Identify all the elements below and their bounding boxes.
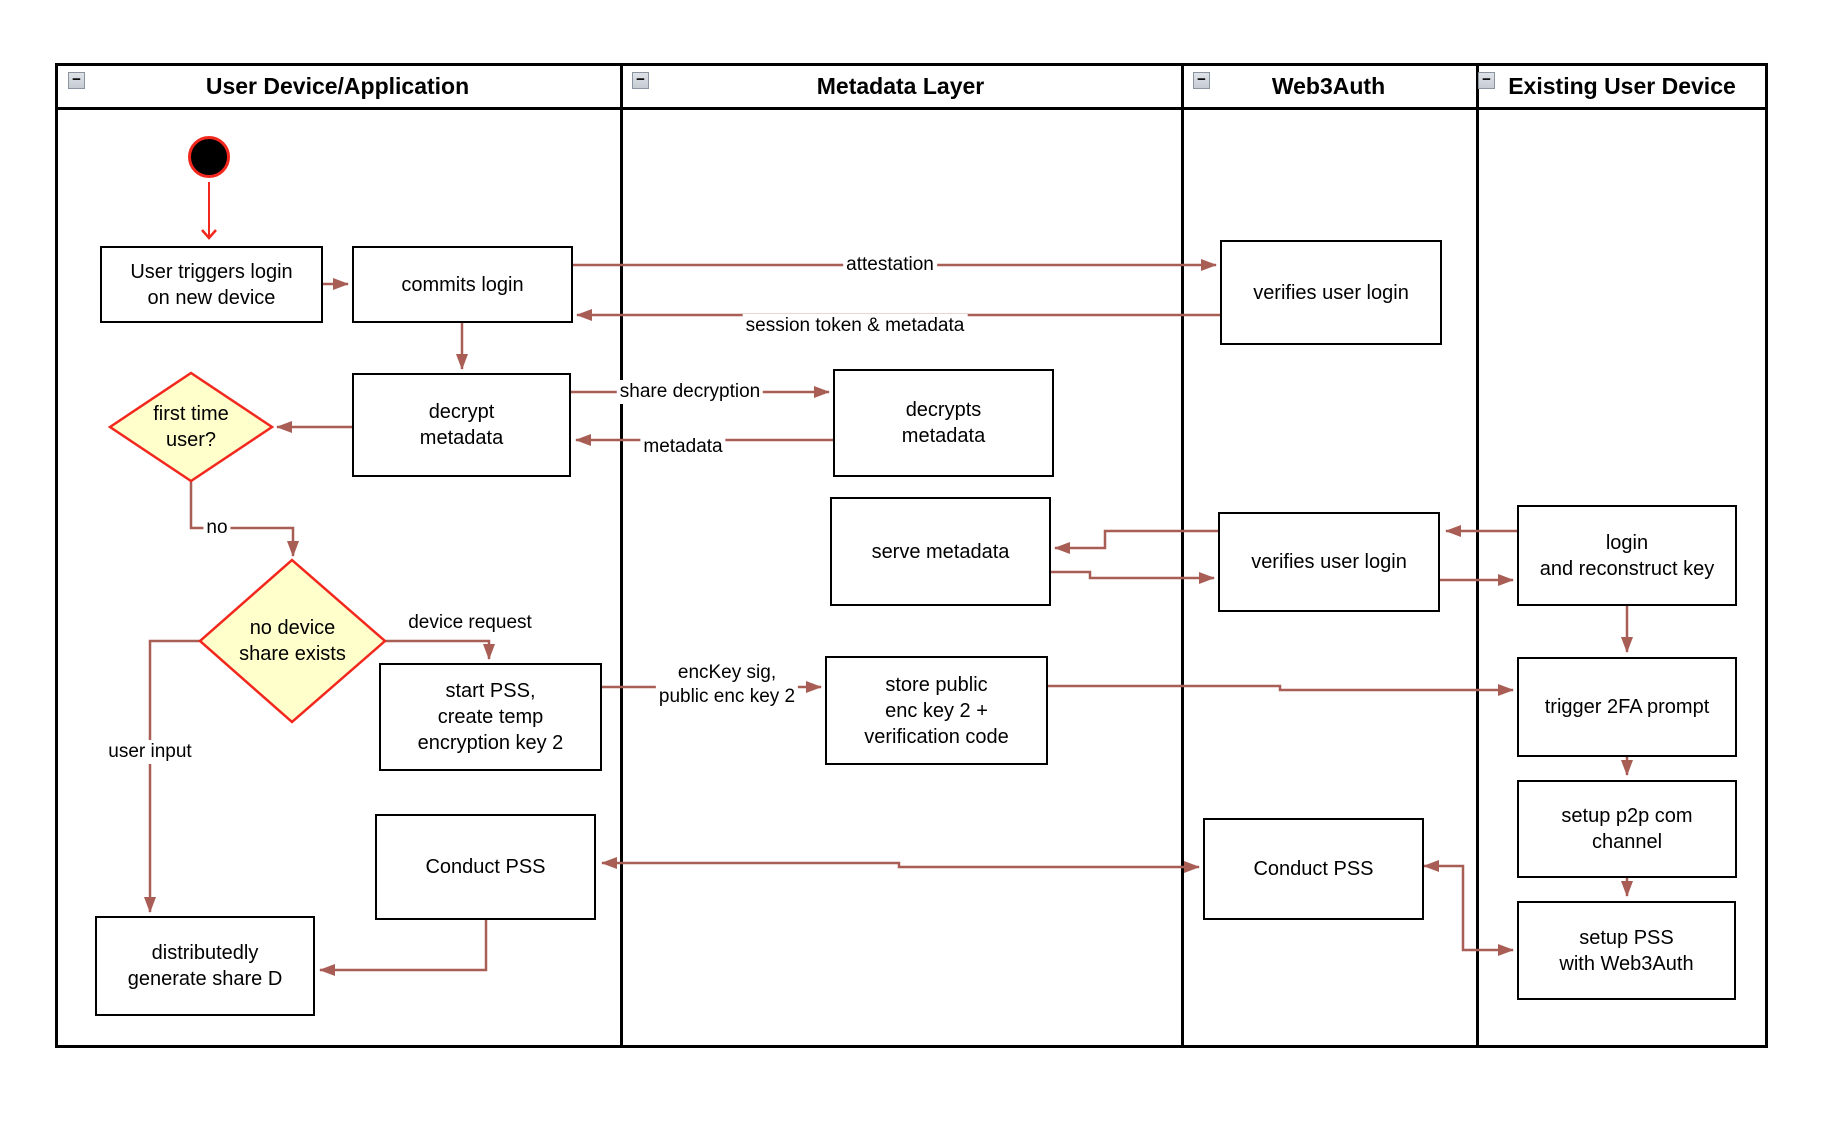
connector-device-request [385,639,495,660]
node-conduct-pss-web3auth[interactable]: Conduct PSS [1203,818,1424,920]
lane-divider-1 [620,63,623,1048]
node-setup-p2p[interactable]: setup p2p com channel [1517,780,1737,878]
lane-title-user-device: User Device/Application [205,73,470,99]
collapse-icon[interactable]: − [632,72,649,89]
node-verifies-user-login-1[interactable]: verifies user login [1220,240,1442,345]
node-trigger-2fa[interactable]: trigger 2FA prompt [1517,657,1737,757]
edge-label-attestation: attestation [843,253,937,277]
node-conduct-pss-user[interactable]: Conduct PSS [375,814,596,920]
swimlane-header-row [55,63,1768,110]
node-user-triggers-login[interactable]: User triggers login on new device [100,246,323,323]
decision-no-device-share-label: no device share exists [239,617,346,665]
node-store-public-key[interactable]: store public enc key 2 + verification co… [825,656,1048,765]
node-login-reconstruct-key[interactable]: login and reconstruct key [1517,505,1737,606]
node-start-pss[interactable]: start PSS, create temp encryption key 2 [379,663,602,771]
node-decrypts-metadata[interactable]: decrypts metadata [833,369,1054,477]
edge-label-user-input: user input [105,740,195,764]
decision-no-device-share[interactable] [198,558,387,724]
connector-conduct-pss-link [601,857,1200,873]
connector-serve-to-verifies [1051,570,1215,584]
lane-title-existing-device: Existing User Device [1508,73,1736,99]
edge-label-enckey-sig: encKey sig, public enc key 2 [655,661,799,709]
connector-user-input [144,639,200,913]
node-generate-share-d[interactable]: distributedly generate share D [95,916,315,1016]
decision-first-time-user[interactable] [107,371,275,483]
edge-label-metadata: metadata [640,435,726,459]
connector-conduct-to-shared [319,920,488,976]
node-verifies-user-login-2[interactable]: verifies user login [1218,512,1440,612]
decision-first-time-user-label: first time user? [153,403,229,451]
connector-setuppss-conductpss-link [1423,860,1514,956]
edge-label-session-token: session token & metadata [742,314,968,338]
connector-verifies-to-serve [1054,529,1218,554]
connector-no-branch [189,481,299,557]
edge-label-no: no [203,516,231,540]
lane-title-metadata-layer: Metadata Layer [816,73,985,99]
collapse-icon[interactable]: − [68,72,85,89]
lane-divider-3 [1476,63,1479,1048]
node-decrypt-metadata[interactable]: decrypt metadata [352,373,571,477]
lane-divider-2 [1181,63,1184,1048]
edge-label-share-decryption: share decryption [616,380,764,404]
initial-state-node[interactable] [188,136,230,178]
edge-label-device-request: device request [405,611,535,635]
lane-title-web3auth: Web3Auth [1271,73,1386,99]
node-serve-metadata[interactable]: serve metadata [830,497,1051,606]
collapse-icon[interactable]: − [1478,72,1495,89]
connector-store-to-2fa [1048,684,1514,696]
node-commits-login[interactable]: commits login [352,246,573,323]
collapse-icon[interactable]: − [1193,72,1210,89]
node-setup-pss[interactable]: setup PSS with Web3Auth [1517,901,1736,1000]
